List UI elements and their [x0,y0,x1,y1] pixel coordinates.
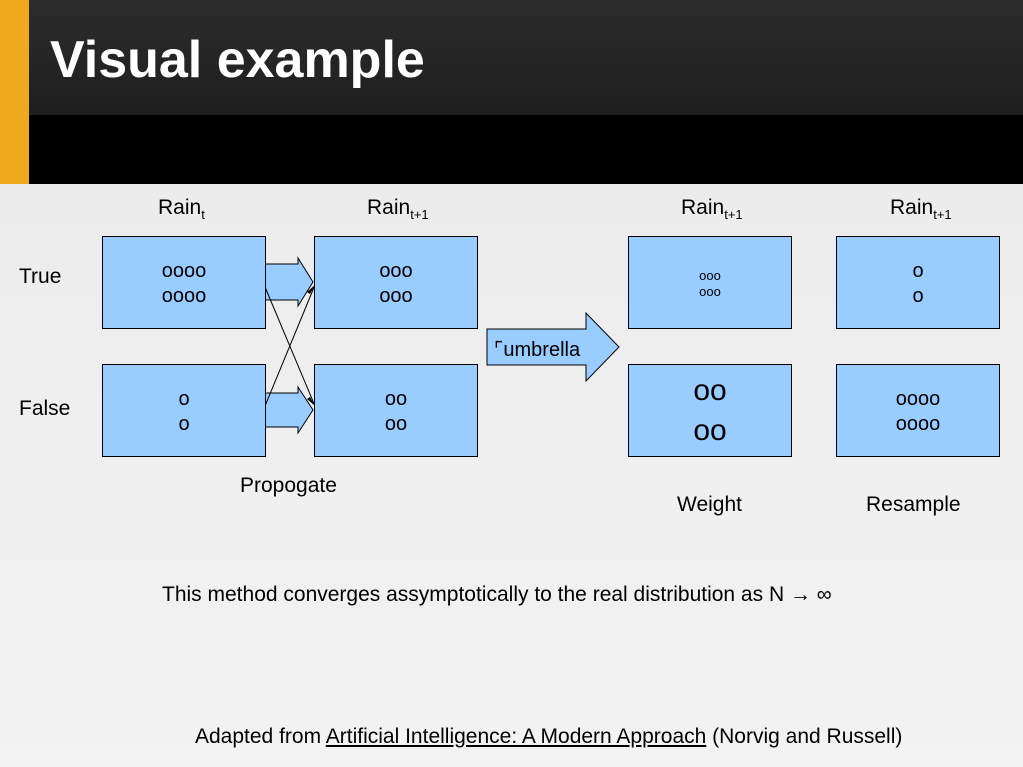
particle-row: ooo [699,284,721,299]
particle-row: o [178,388,190,410]
accent-stripe [0,0,29,184]
column-header-rain-t: Raint [158,196,205,222]
weight-step-label: Weight [677,493,742,516]
particle-row: oooo [895,413,941,435]
particle-row: oooo [161,260,207,282]
citation: Adapted from Artificial Intelligence: A … [195,725,902,749]
propagate-step-label: Propogate [240,474,337,497]
particle-row: o [178,413,190,435]
propagate-arrow-false [264,385,314,435]
rain-t-false-box: o o [102,364,266,457]
particle-row: ooo [699,268,721,283]
column-header-rain-t1-propagate: Raint+1 [367,196,429,222]
particle-row: o [912,260,924,282]
title-bar: Visual example [0,0,1023,184]
resample-step-label: Resample [866,493,961,516]
title-bar-gradient [0,0,1023,115]
particle-row: oooo [161,285,207,307]
umbrella-arrow [486,311,620,383]
propagate-true-box: ooo ooo [314,236,478,329]
citation-prefix: Adapted from [195,725,326,748]
cross-line-false-to-true-head [307,285,315,294]
resample-true-box: o o [836,236,1000,329]
particle-row: oooo [895,388,941,410]
cross-line-false-to-true [264,284,316,407]
particle-row: oo [384,388,408,410]
propagate-arrow-true [264,256,314,308]
row-label-true: True [19,265,62,288]
citation-suffix: (Norvig and Russell) [706,725,903,748]
resample-false-box: oooo oooo [836,364,1000,457]
propagate-false-box: oo oo [314,364,478,457]
particle-row: oo [693,374,727,407]
column-header-rain-t1-weight: Raint+1 [681,196,743,222]
rain-t-true-box: oooo oooo [102,236,266,329]
particle-row: o [912,285,924,307]
weight-true-box: ooo ooo [628,236,792,329]
umbrella-evidence-label: ⌜umbrella [494,339,581,361]
row-label-false: False [19,397,71,420]
weight-false-box: oo oo [628,364,792,457]
particle-row: ooo [379,260,413,282]
convergence-note: This method converges assymptotically to… [162,583,832,606]
citation-book-title: Artificial Intelligence: A Modern Approa… [325,725,707,748]
particle-row: ooo [379,285,413,307]
particle-row: oo [384,413,408,435]
slide-title: Visual example [50,31,425,89]
column-header-rain-t1-resample: Raint+1 [890,196,952,222]
particle-row: oo [693,414,727,447]
cross-line-true-to-false-head [307,397,315,406]
